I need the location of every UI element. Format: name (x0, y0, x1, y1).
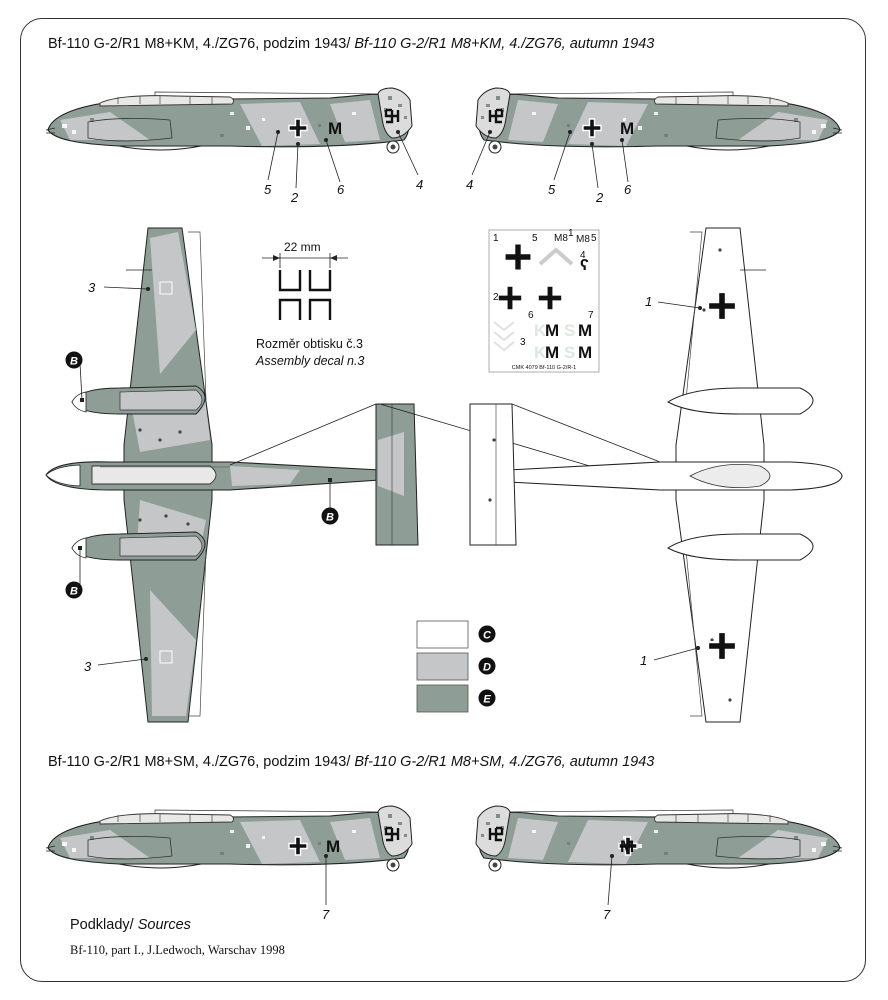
top-title-english: Bf-110 G-2/R1 M8+KM, 4./ZG76, autumn 194… (354, 36, 655, 52)
sheet-border (20, 18, 866, 982)
callout-top-right-b: 5 (548, 182, 556, 197)
callouts-top-left (267, 131, 419, 189)
svg-text:1: 1 (493, 233, 499, 244)
callout-top-right-d: 6 (624, 182, 632, 197)
svg-text:6: 6 (528, 310, 534, 321)
svg-text:M: M (545, 343, 559, 362)
color-legend: C D E (416, 620, 496, 713)
svg-text:B: B (70, 356, 78, 368)
svg-text:B: B (70, 586, 78, 598)
code-letter-bottom-left: M (326, 837, 340, 856)
svg-text:3: 3 (520, 337, 526, 348)
swatch-d (416, 652, 469, 681)
svg-text:B: B (326, 512, 334, 524)
assembly-caption: Rozměr obtisku č.3 Assembly decal n.3 (256, 336, 364, 370)
callout-top-right-a: 4 (466, 177, 473, 192)
decal-product-code: CMK 4079 Bf-110 G-2/R-1 (512, 365, 576, 371)
swatch-c-label: C (483, 630, 492, 642)
callout-top-left-a: 5 (264, 182, 272, 197)
plan-lower-surface (469, 227, 843, 723)
swatch-e-label: E (483, 694, 491, 706)
callout-under-wing-top: 1 (645, 294, 652, 309)
callout-upper-wing-bottom: 3 (84, 659, 92, 674)
callout-bottom-right: 7 (603, 907, 611, 922)
svg-text:M: M (578, 343, 592, 362)
swatch-c (416, 620, 469, 649)
callout-under-wing-bottom: 1 (640, 653, 647, 668)
svg-text:S: S (564, 343, 575, 362)
decal-sheet-preview: ʕ M8 1 5 M8 1 5 2 4 6 7 3 K M S M (488, 228, 600, 373)
swatch-d-label: D (483, 662, 491, 674)
assembly-decal-diagram: 22 mm (262, 240, 348, 320)
code-letter-top-right: M (620, 119, 634, 138)
sources-heading-english: Sources (137, 917, 191, 933)
svg-text:1: 1 (568, 228, 574, 239)
sources-heading-czech: Podklady/ (70, 917, 134, 933)
color-ref-badges: B B B (65, 351, 339, 599)
svg-text:S: S (564, 321, 575, 340)
callout-upper-wing-top: 3 (88, 280, 96, 295)
bottom-profile-title: Bf-110 G-2/R1 M8+SM, 4./ZG76, podzim 194… (48, 754, 654, 770)
top-title-czech: Bf-110 G-2/R1 M8+KM, 4./ZG76, podzim 194… (48, 36, 351, 52)
bottom-title-czech: Bf-110 G-2/R1 M8+SM, 4./ZG76, podzim 194… (48, 754, 351, 770)
swatch-e (416, 684, 469, 713)
sources-heading: Podklady/ Sources (70, 917, 191, 933)
assembly-caption-czech: Rozměr obtisku č.3 (256, 337, 363, 351)
svg-text:2: 2 (493, 292, 499, 303)
svg-text:M8: M8 (576, 234, 590, 245)
top-profile-title: Bf-110 G-2/R1 M8+KM, 4./ZG76, podzim 194… (48, 36, 654, 52)
callout-top-left-c: 6 (337, 182, 345, 197)
profile-bottom-left: M (45, 805, 413, 872)
svg-text:K: K (534, 321, 547, 340)
callout-top-left-b: 2 (290, 190, 299, 205)
svg-text:7: 7 (588, 310, 594, 321)
code-letter-top-left: M (328, 119, 342, 138)
callout-top-right-c: 2 (595, 190, 604, 205)
svg-text:ʕ: ʕ (580, 257, 589, 274)
svg-text:M: M (578, 321, 592, 340)
svg-text:M8: M8 (554, 233, 568, 244)
bottom-title-english: Bf-110 G-2/R1 M8+SM, 4./ZG76, autumn 194… (354, 754, 655, 770)
plan-upper-surface (45, 227, 419, 723)
profile-top-left: M (45, 87, 413, 154)
assembly-dimension: 22 mm (284, 240, 321, 254)
svg-text:M: M (545, 321, 559, 340)
svg-text:5: 5 (591, 233, 597, 244)
callout-top-left-d: 4 (416, 177, 423, 192)
profile-top-right (475, 87, 843, 154)
svg-text:4: 4 (580, 250, 586, 261)
profile-bottom-right (475, 805, 843, 872)
sources-line: Bf-110, part I., J.Ledwoch, Warschav 199… (70, 943, 285, 957)
callouts-top-right (471, 131, 629, 189)
svg-text:5: 5 (532, 233, 538, 244)
code-letter-bottom-right: M (620, 837, 634, 856)
callout-bottom-left: 7 (322, 907, 330, 922)
svg-text:K: K (534, 343, 547, 362)
assembly-caption-english: Assembly decal n.3 (256, 354, 365, 368)
